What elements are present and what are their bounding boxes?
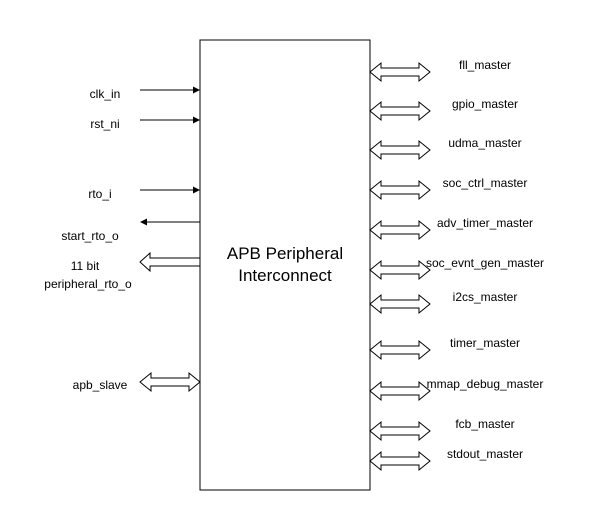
start-rto-o-arrowhead xyxy=(140,218,147,226)
peripheral-rto-o-bus-arrow xyxy=(139,251,201,273)
interconnect-block xyxy=(199,39,371,491)
fll-master-bus-arrow xyxy=(369,61,431,83)
apb-slave-port: apb_slave xyxy=(73,371,201,393)
rto-i-label: rto_i xyxy=(88,187,111,201)
timer-master-label: timer_master xyxy=(450,336,520,350)
clk-in-arrowhead xyxy=(193,86,200,94)
udma-master-port: udma_master xyxy=(369,136,522,161)
peripheral-rto-o-label-line2: peripheral_rto_o xyxy=(44,277,132,291)
gpio-master-port: gpio_master xyxy=(369,97,518,122)
mmap-debug-master-label: mmap_debug_master xyxy=(427,377,544,391)
fcb-master-bus-arrow xyxy=(369,420,431,442)
i2cs-master-label: i2cs_master xyxy=(453,290,518,304)
rst-ni-label: rst_ni xyxy=(90,117,119,131)
udma-master-bus-arrow xyxy=(369,139,431,161)
block-title-line1: APB Peripheral xyxy=(227,244,343,263)
apb-slave-label: apb_slave xyxy=(73,378,128,392)
peripheral-rto-o-label-line1: 11 bit xyxy=(71,259,100,273)
fcb-master-label: fcb_master xyxy=(455,417,514,431)
fll-master-label: fll_master xyxy=(459,58,511,72)
apb-slave-bus-arrow xyxy=(139,371,201,393)
i2cs-master-port: i2cs_master xyxy=(369,290,518,315)
fll-master-port: fll_master xyxy=(369,58,511,83)
gpio-master-label: gpio_master xyxy=(452,97,518,111)
adv-timer-master-label: adv_timer_master xyxy=(437,216,533,230)
start-rto-o-port: start_rto_o xyxy=(61,218,200,243)
clk-in-label: clk_in xyxy=(90,87,121,101)
timer-master-port: timer_master xyxy=(369,336,520,361)
soc-evnt-gen-master-label: soc_evnt_gen_master xyxy=(426,256,544,270)
stdout-master-label: stdout_master xyxy=(447,447,523,461)
gpio-master-bus-arrow xyxy=(369,100,431,122)
mmap-debug-master-port: mmap_debug_master xyxy=(369,377,544,402)
fcb-master-port: fcb_master xyxy=(369,417,515,442)
udma-master-label: udma_master xyxy=(448,136,521,150)
rto-i-port: rto_i xyxy=(88,186,200,201)
rst-ni-arrowhead xyxy=(193,116,200,124)
soc-ctrl-master-port: soc_ctrl_master xyxy=(369,176,528,201)
mmap-debug-master-bus-arrow xyxy=(369,380,431,402)
rst-ni-port: rst_ni xyxy=(90,116,200,131)
start-rto-o-label: start_rto_o xyxy=(61,229,119,243)
rto-i-arrowhead xyxy=(193,186,200,194)
timer-master-bus-arrow xyxy=(369,339,431,361)
stdout-master-bus-arrow xyxy=(369,450,431,472)
soc-evnt-gen-master-bus-arrow xyxy=(369,259,431,281)
clk-in-port: clk_in xyxy=(90,86,200,101)
soc-ctrl-master-label: soc_ctrl_master xyxy=(443,176,528,190)
master-ports-group: fll_master gpio_master udma_master soc_ctrl… xyxy=(369,58,544,472)
peripheral-rto-o-port: 11 bit peripheral_rto_o xyxy=(44,251,201,291)
block-title-line2: Interconnect xyxy=(238,266,332,285)
i2cs-master-bus-arrow xyxy=(369,293,431,315)
adv-timer-master-bus-arrow xyxy=(369,219,431,241)
soc-evnt-gen-master-port: soc_evnt_gen_master xyxy=(369,256,544,281)
adv-timer-master-port: adv_timer_master xyxy=(369,216,533,241)
stdout-master-port: stdout_master xyxy=(369,447,523,472)
soc-ctrl-master-bus-arrow xyxy=(369,179,431,201)
